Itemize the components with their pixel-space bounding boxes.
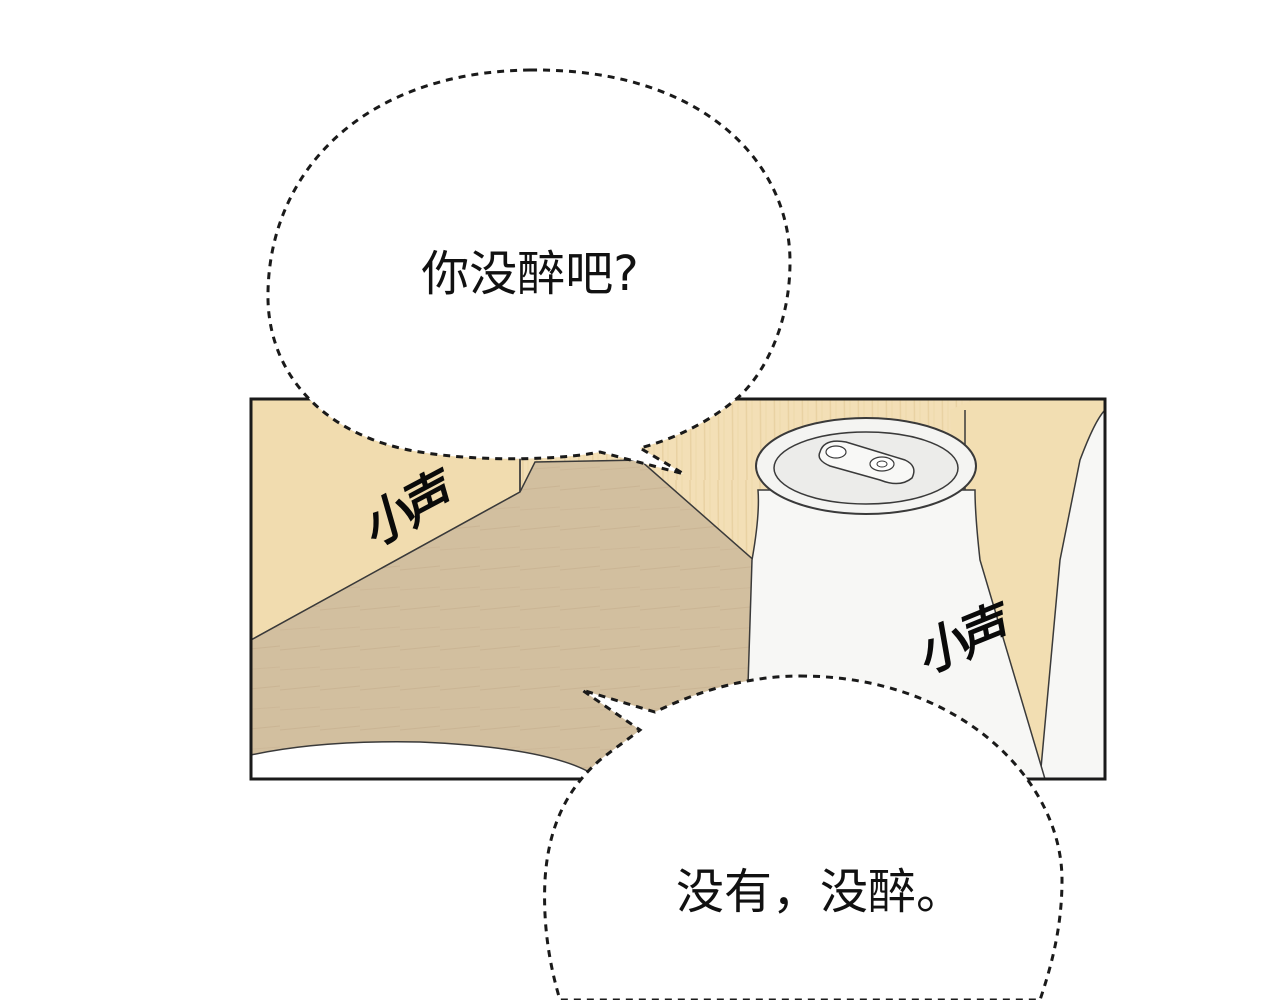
- dialogue-text-top: 你没醉吧?: [421, 246, 639, 302]
- dialogue-text-bottom: 没有，没醉。: [675, 864, 964, 920]
- comic-panel: [251, 399, 1105, 779]
- pull-tab: [818, 440, 915, 485]
- speech-bubble-top: [266, 68, 792, 476]
- second-can: [1039, 408, 1105, 779]
- white-object: [251, 741, 602, 779]
- speech-bubble-bottom: [543, 674, 1064, 1000]
